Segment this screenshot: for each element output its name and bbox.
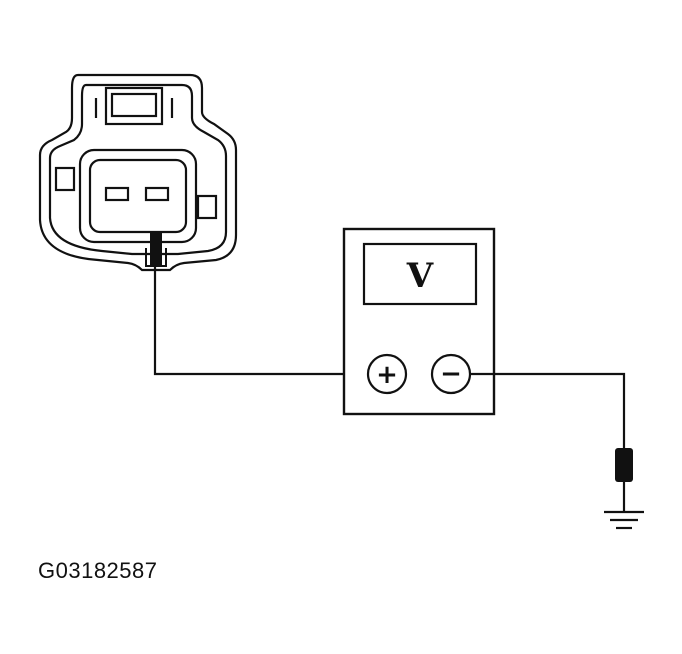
connector-right-rib	[196, 194, 218, 220]
connector-terminal-face	[88, 158, 188, 234]
connector-lock-tab	[104, 86, 164, 126]
connector	[38, 73, 238, 272]
voltmeter-display	[362, 242, 478, 306]
connector-terminal-2	[144, 186, 170, 202]
connector-left-rib	[54, 166, 76, 192]
positive-terminal	[366, 353, 408, 395]
positive-lead-wire	[153, 266, 370, 376]
voltmeter-unit-label: V	[406, 256, 434, 296]
figure-id: G03182587	[38, 558, 158, 583]
connector-terminal-1	[104, 186, 130, 202]
voltmeter: V + −	[342, 227, 496, 416]
connector-probe	[145, 232, 167, 267]
negative-terminal-symbol: −	[440, 359, 462, 389]
ground-icon	[604, 510, 644, 530]
positive-terminal-symbol: +	[376, 360, 398, 390]
connector-inner-outline	[48, 83, 228, 256]
connector-lock-slot	[110, 92, 158, 118]
connector-housing	[38, 73, 238, 272]
ground-probe	[615, 448, 633, 512]
connector-terminal-block	[78, 148, 198, 244]
negative-lead-wire	[470, 372, 626, 450]
